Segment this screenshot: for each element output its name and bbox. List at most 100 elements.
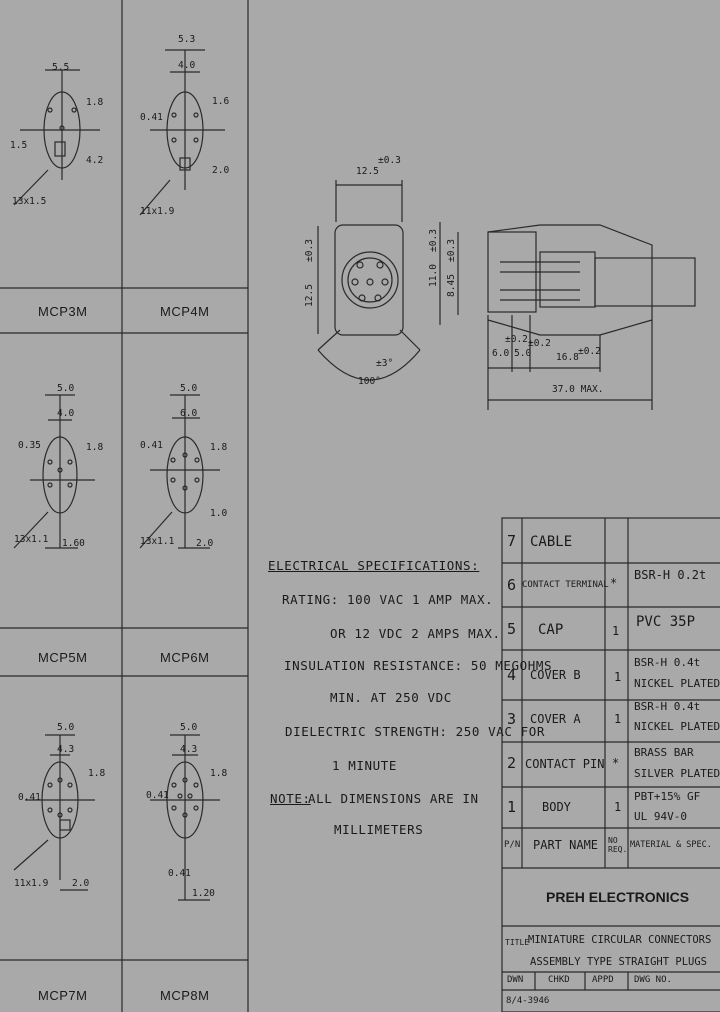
label-mcp7m: MCP7M [38, 988, 88, 1003]
bom-material-2: NICKEL PLATED [634, 677, 720, 690]
dim-side-l2: 5.0 [514, 348, 532, 359]
bom-no: 4 [507, 666, 517, 684]
bom-material: BSR-H 0.4t [634, 700, 701, 713]
bom-name: CABLE [530, 534, 573, 550]
spec-line: 1 MINUTE [332, 758, 398, 773]
dim-mcp7m: 2.0 [72, 878, 90, 889]
dim-mcp8m: 5.0 [180, 722, 198, 733]
dim-mcp6m: 1.0 [210, 508, 228, 519]
dim-mcp8m: 4.3 [180, 744, 198, 755]
dim-mcp4m: 1.6 [212, 96, 230, 107]
note-text-2: MILLIMETERS [334, 822, 424, 837]
spec-line: DIELECTRIC STRENGTH: 250 VAC FOR [285, 724, 546, 739]
label-mcp6m: MCP6M [160, 650, 210, 665]
label-mcp5m: MCP5M [38, 650, 88, 665]
dim-front-width-tol: ±0.3 [378, 155, 401, 166]
dim-mcp7m: 11x1.9 [14, 878, 49, 889]
dwg-no-label: DWG NO. [634, 975, 672, 985]
dim-mcp6m: 13x1.1 [140, 536, 175, 547]
label-mcp3m: MCP3M [38, 304, 88, 319]
company-name: PREH ELECTRONICS [546, 889, 690, 905]
label-mcp4m: MCP4M [160, 304, 210, 319]
dim-front-width: 12.5 [356, 166, 379, 177]
bom-header-material: MATERIAL & SPEC. [630, 840, 712, 850]
dim-mcp8m: 1.8 [210, 768, 228, 779]
dim-side-total: 37.0 MAX. [552, 384, 604, 395]
dim-mcp6m: 1.8 [210, 442, 228, 453]
dim-mcp3m: 1.5 [10, 140, 28, 151]
bom-qty: 1 [614, 800, 622, 814]
date-value: 8/4-3946 [506, 996, 550, 1006]
specs-title: ELECTRICAL SPECIFICATIONS: [268, 558, 480, 573]
dim-front-height: 12.5 [303, 284, 315, 307]
bom-qty: 1 [612, 624, 620, 638]
dim-mcp7m: 1.8 [88, 768, 106, 779]
bom-material: PBT+15% GF [634, 790, 701, 803]
chkd-label: CHKD [548, 975, 570, 985]
bom-no: 6 [507, 576, 517, 594]
label-mcp8m: MCP8M [160, 988, 210, 1003]
dim-mcp7m: 4.3 [57, 744, 75, 755]
dim-front-angle: 100° [358, 376, 381, 387]
dim-mcp6m: 2.0 [196, 538, 214, 549]
dim-side-l3-tol: ±0.2 [578, 346, 601, 357]
dim-mcp8m: 0.41 [146, 790, 169, 801]
bom-material: PVC 35P [636, 614, 696, 630]
bom-header-qty: NO REQ. [608, 836, 628, 854]
dim-mcp4m: 4.0 [178, 60, 196, 71]
dim-side-d1: 11.0 [427, 264, 439, 287]
bom-qty: 1 [614, 712, 622, 726]
bom-material: BSR-H 0.4t [634, 656, 701, 669]
dim-mcp3m: 4.2 [86, 155, 104, 166]
dim-mcp4m: 11x1.9 [140, 206, 175, 217]
dim-mcp7m: 0.41 [18, 792, 41, 803]
bom-qty: * [610, 576, 618, 590]
bom-no: 2 [507, 754, 517, 772]
dim-side-d2-tol: ±0.3 [445, 239, 457, 262]
dim-side-l3: 16.8 [556, 352, 579, 363]
dim-mcp6m: 5.0 [180, 383, 198, 394]
dim-mcp6m: 0.41 [140, 440, 163, 451]
dim-mcp3m: 1.8 [86, 97, 104, 108]
dim-mcp5m: 1.8 [86, 442, 104, 453]
bom-name: CONTACT PIN [525, 757, 605, 771]
dim-mcp6m: 6.0 [180, 408, 198, 419]
spec-line: OR 12 VDC 2 AMPS MAX. [330, 626, 501, 641]
note-text: ALL DIMENSIONS ARE IN [308, 791, 479, 806]
dim-side-d2: 8.45 [445, 274, 457, 297]
dim-mcp5m: 1.60 [62, 538, 85, 549]
bom-material-2: NICKEL PLATED [634, 720, 720, 733]
bom-header-no: P/N [504, 840, 521, 850]
bom-name: COVER A [530, 712, 581, 726]
dim-mcp5m: 0.35 [18, 440, 41, 451]
dim-mcp4m: 2.0 [212, 165, 230, 176]
dim-side-l1-tol: ±0.2 [505, 334, 528, 345]
dim-mcp5m: 4.0 [57, 408, 75, 419]
dim-mcp4m: 5.3 [178, 34, 196, 45]
dim-front-angle-tol: ±3° [376, 358, 394, 369]
dim-mcp8m: 0.41 [168, 868, 191, 879]
bom-no: 7 [507, 532, 517, 550]
bom-qty: 1 [614, 670, 622, 684]
bom-qty: * [612, 756, 620, 770]
title-line-1: MINIATURE CIRCULAR CONNECTORS [528, 934, 712, 946]
note-label: NOTE: [270, 791, 311, 806]
dim-mcp4m: 0.41 [140, 112, 163, 123]
title-line-2: ASSEMBLY TYPE STRAIGHT PLUGS [530, 956, 708, 968]
spec-line: RATING: 100 VAC 1 AMP MAX. [282, 592, 494, 607]
dim-mcp5m: 5.0 [57, 383, 75, 394]
dim-front-height-tol: ±0.3 [303, 239, 315, 262]
appd-label: APPD [592, 975, 614, 985]
bom-material-2: SILVER PLATED [634, 767, 720, 780]
bom-no: 1 [507, 798, 517, 816]
bom-name: COVER B [530, 668, 581, 682]
dim-mcp3m: 13x1.5 [12, 196, 47, 207]
spec-line: MIN. AT 250 VDC [330, 690, 452, 705]
dim-side-l1: 6.0 [492, 348, 510, 359]
bom-no: 5 [507, 620, 517, 638]
bom-material: BRASS BAR [634, 746, 694, 759]
dim-side-d1-tol: ±0.3 [427, 229, 439, 252]
bom-material-2: UL 94V-0 [634, 810, 687, 823]
title-label: TITLE [505, 938, 530, 947]
